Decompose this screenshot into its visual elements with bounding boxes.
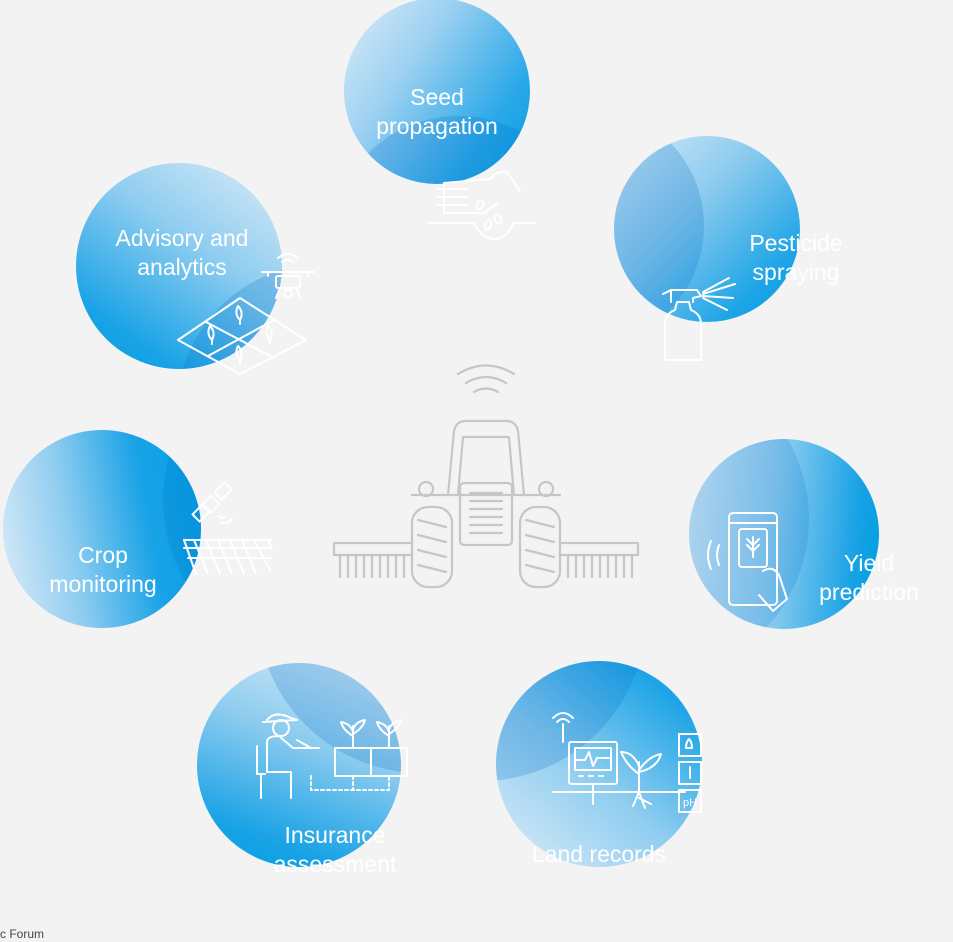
land-records-label: Land records [479,840,719,869]
pesticide-spraying-label: Pesticide spraying [676,229,916,287]
yield-prediction-circle [689,439,879,629]
hand-sowing-seeds-icon [427,165,538,243]
yield-label-line2: prediction [819,579,919,605]
spray-bottle-icon [657,276,737,362]
seed-propagation-label: Seed propagation [317,83,557,141]
seed-propagation-bubble-visible [344,0,530,184]
tractor-icon [330,364,642,595]
land-label-line1: Land records [531,841,667,867]
crop-monitoring-circle [3,430,201,628]
pesticide-label-line1: Pesticide [749,230,843,256]
advisory-analytics-label: Advisory and analytics [62,224,302,282]
insurance-assessment-label: Insurance assessment [215,821,455,879]
advisory-label-line1: Advisory and [115,225,249,251]
pesticide-label-line2: spraying [752,259,840,285]
yield-prediction-label: Yield prediction [749,549,953,607]
insurance-label-line1: Insurance [284,822,386,848]
crop-monitoring-label: Crop monitoring [0,541,223,599]
crop-label-line2: monitoring [49,571,157,597]
svg-text:pH: pH [683,797,697,809]
farmer-laptop-plants-icon [253,712,413,804]
satellite-field-icon [178,478,278,576]
crop-label-line1: Crop [78,542,128,568]
insurance-label-line2: assessment [273,851,397,877]
seed-label-line1: Seed [410,84,464,110]
land-records-circle [496,661,702,867]
source-caption: c Forum [0,927,45,941]
seed-label-line2: propagation [376,113,498,139]
advisory-label-line2: analytics [137,254,227,280]
tablet-leaf-icon [703,505,793,615]
drone-field-icon [177,250,315,375]
insurance-assessment-circle [197,663,401,867]
yield-label-line1: Yield [843,550,895,576]
soil-sensor-icon: pH [552,712,705,822]
